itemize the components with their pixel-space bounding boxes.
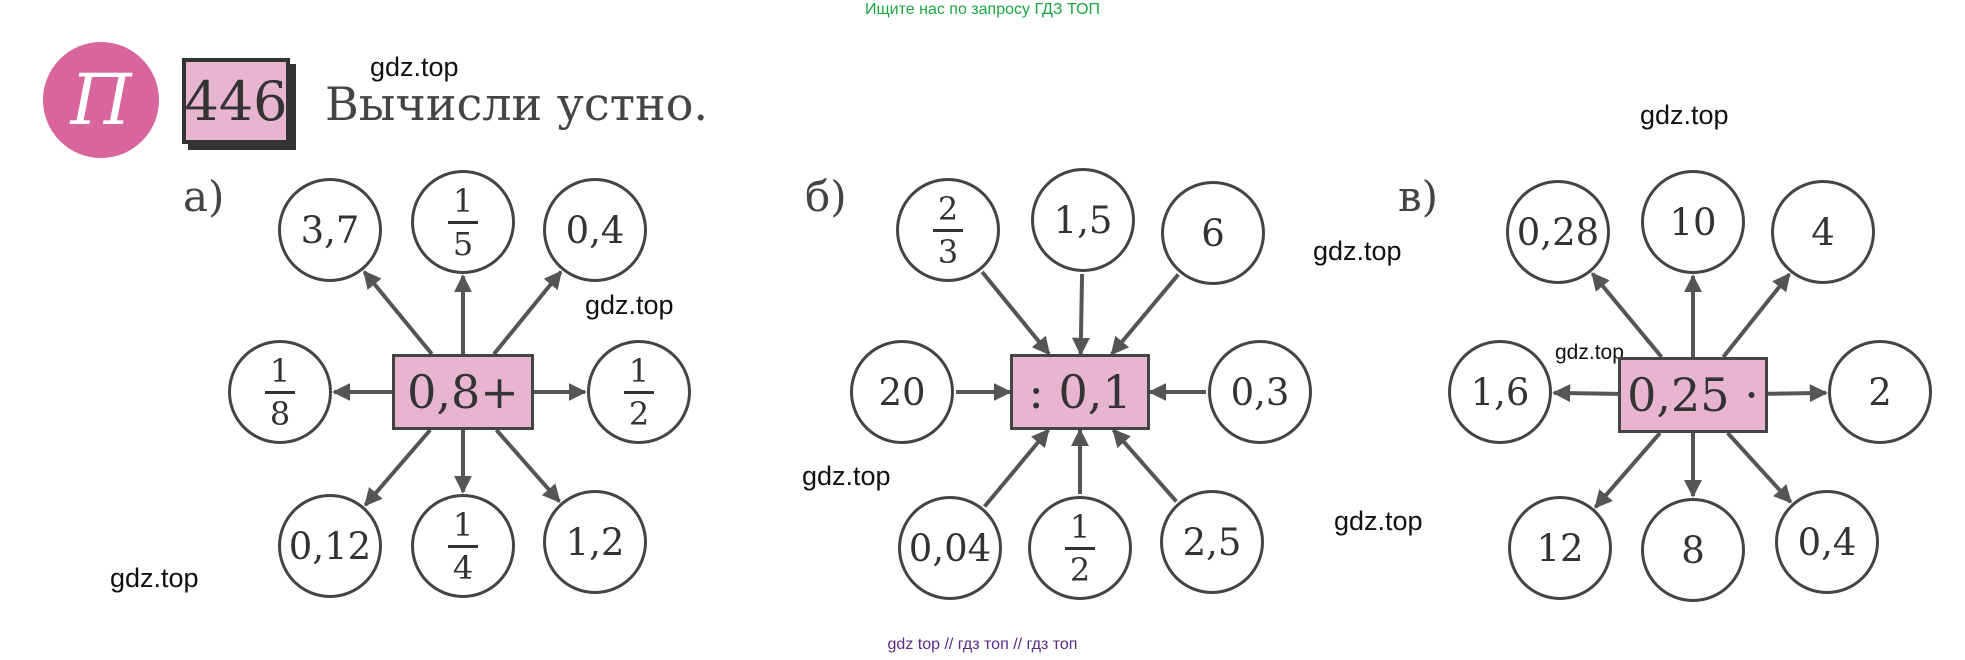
fraction-bar: [448, 220, 478, 224]
denominator: 5: [452, 224, 474, 263]
numerator: 1: [269, 351, 291, 390]
watermark: gdz.top: [1555, 341, 1624, 364]
arrow-a-bottom-left: [363, 428, 432, 507]
number-circle-c-right: 2: [1828, 340, 1932, 444]
arrow-b-bottom-left: [983, 428, 1050, 508]
number-circle-c-bottom-right: 0,4: [1775, 490, 1879, 594]
watermark: gdz.top: [802, 461, 891, 491]
arrow-c-left: [1552, 384, 1619, 403]
number-circle-b-top-right: 6: [1161, 181, 1265, 285]
numerator: 2: [937, 189, 959, 228]
number-circle-c-top: 10: [1641, 170, 1745, 274]
numerator: 1: [628, 351, 650, 390]
arrow-b-top: [1071, 273, 1090, 356]
fraction-bar: [933, 228, 963, 232]
number-circle-b-bottom-right: 2,5: [1160, 490, 1264, 594]
subject-logo-icon: П: [43, 42, 159, 158]
denominator: 8: [269, 394, 291, 433]
fraction-bar: [624, 390, 654, 394]
number-circle-a-bottom-left: 0,12: [278, 494, 382, 598]
center-operation-b: : 0,1: [1010, 354, 1150, 430]
arrow-a-top-right: [492, 270, 563, 356]
fraction-bar: [1065, 546, 1095, 550]
fraction-bar: [265, 390, 295, 394]
task-title: Вычисли устно.: [325, 77, 709, 131]
denominator: 3: [937, 232, 959, 271]
numerator: 1: [452, 505, 474, 544]
number-circle-b-top: 1,5: [1031, 168, 1135, 272]
footer-links[interactable]: gdz top // гдз топ // гдз топ: [887, 636, 1078, 653]
number-circle-b-bottom-left: 0,04: [898, 496, 1002, 600]
number-circle-c-left: 1,6: [1448, 340, 1552, 444]
number-circle-a-bottom-right: 1,2: [543, 490, 647, 594]
part-label-a: а): [183, 172, 225, 221]
arrow-c-bottom-left: [1593, 431, 1662, 509]
number-circle-c-bottom-left: 12: [1508, 496, 1612, 600]
numerator: 1: [1069, 507, 1091, 546]
arrow-b-bottom-right: [1111, 428, 1178, 503]
number-circle-c-top-left: 0,28: [1506, 180, 1610, 284]
arrow-c-top-right: [1721, 272, 1791, 359]
center-operation-a: 0,8+: [392, 354, 534, 430]
number-circle-a-top-left: 3,7: [278, 178, 382, 282]
arrow-c-bottom-right: [1726, 431, 1793, 504]
number-circle-b-left: 20: [850, 340, 954, 444]
denominator: 2: [628, 394, 650, 433]
number-circle-b-right: 0,3: [1208, 340, 1312, 444]
watermark: gdz.top: [1334, 506, 1423, 536]
part-label-c: в): [1398, 172, 1439, 221]
arrow-b-top-left: [980, 270, 1051, 356]
watermark: gdz.top: [370, 52, 459, 82]
number-circle-c-top-right: 4: [1771, 180, 1875, 284]
watermark: gdz.top: [110, 563, 199, 593]
center-operation-c: 0,25 ·: [1618, 357, 1768, 433]
arrow-c-right: [1767, 384, 1828, 403]
promo-banner[interactable]: Ищите нас по запросу ГДЗ ТОП: [865, 1, 1100, 18]
number-circle-c-bottom: 8: [1641, 498, 1745, 602]
task-number: 446: [182, 58, 290, 144]
arrow-a-bottom-right: [494, 428, 561, 503]
denominator: 4: [452, 548, 474, 587]
part-label-b: б): [805, 172, 847, 221]
arrow-a-top-left: [362, 270, 434, 356]
watermark: gdz.top: [1313, 236, 1402, 266]
watermark: gdz.top: [1640, 100, 1729, 130]
watermark: gdz.top: [585, 290, 674, 320]
fraction-bar: [448, 544, 478, 548]
number-circle-a-top-right: 0,4: [543, 178, 647, 282]
arrow-c-top-left: [1590, 272, 1664, 359]
arrow-b-top-right: [1110, 273, 1180, 356]
denominator: 2: [1069, 550, 1091, 589]
numerator: 1: [452, 181, 474, 220]
